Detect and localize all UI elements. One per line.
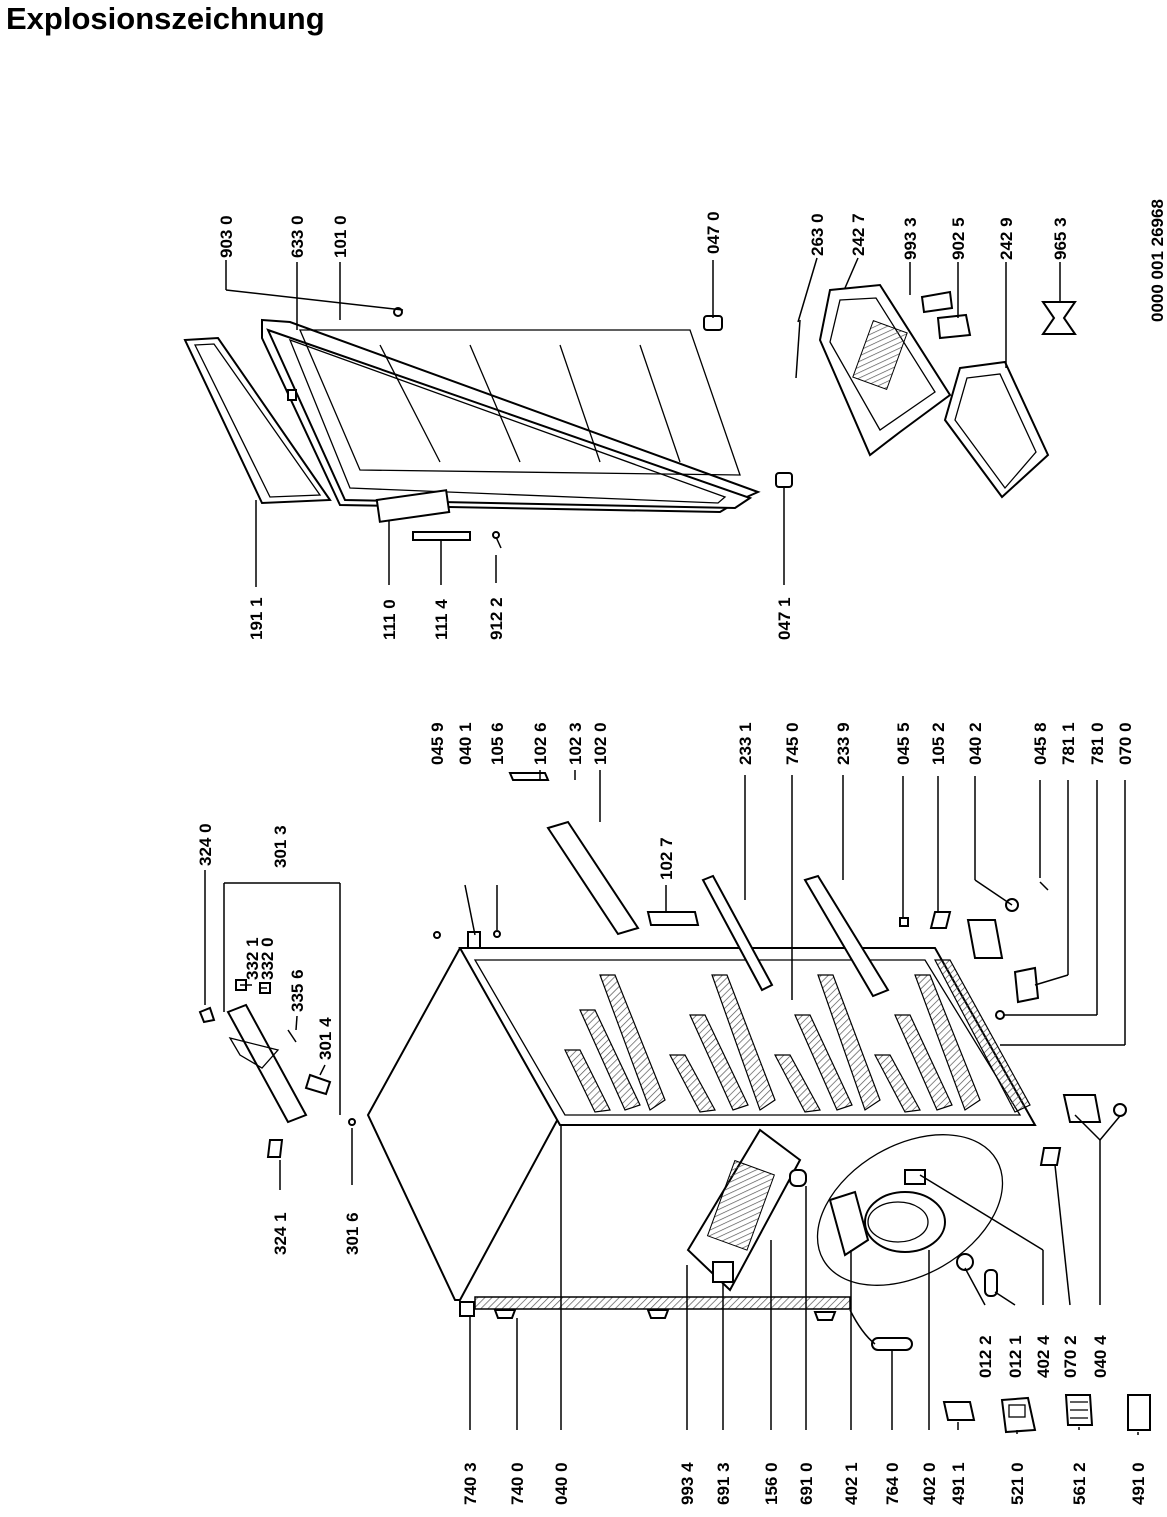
door-assembly bbox=[183, 260, 793, 587]
label-242-7: 242 7 bbox=[849, 213, 868, 256]
page-title: Explosionszeichnung bbox=[6, 1, 325, 36]
label-156-0: 156 0 bbox=[762, 1462, 781, 1505]
label-903-0: 903 0 bbox=[217, 215, 236, 258]
label-191-1: 191 1 bbox=[247, 597, 266, 640]
top-cover bbox=[546, 820, 640, 936]
label-102-7: 102 7 bbox=[657, 837, 676, 880]
shelf-rail-lower bbox=[803, 874, 890, 998]
label-402-4: 402 4 bbox=[1034, 1335, 1053, 1378]
label-012-1: 012 1 bbox=[1006, 1335, 1025, 1378]
label-745-0: 745 0 bbox=[783, 722, 802, 765]
control-box bbox=[1000, 1396, 1037, 1434]
vent-grille bbox=[1013, 966, 1040, 1004]
handle-cover bbox=[412, 531, 471, 541]
condenser-bracket bbox=[459, 1301, 475, 1317]
electrical-parts bbox=[942, 1394, 1151, 1435]
label-105-6: 105 6 bbox=[488, 722, 507, 765]
label-740-3: 740 3 bbox=[461, 1462, 480, 1505]
label-233-9: 233 9 bbox=[834, 722, 853, 765]
door-gasket bbox=[183, 336, 332, 505]
label-040-4: 040 4 bbox=[1091, 1335, 1110, 1378]
label-070-2: 070 2 bbox=[1061, 1335, 1080, 1378]
label-402-0: 402 0 bbox=[920, 1462, 939, 1505]
label-691-3: 691 3 bbox=[714, 1462, 733, 1505]
label-233-1: 233 1 bbox=[736, 722, 755, 765]
label-332-1: 332 1 bbox=[243, 937, 262, 980]
drawer-assembly bbox=[795, 257, 1077, 499]
label-301-6: 301 6 bbox=[343, 1212, 362, 1255]
label-993-3: 993 3 bbox=[901, 217, 920, 260]
label-012-2: 012 2 bbox=[976, 1335, 995, 1378]
label-764-0: 764 0 bbox=[883, 1462, 902, 1505]
label-047-1: 047 1 bbox=[775, 597, 794, 640]
label-102-3: 102 3 bbox=[566, 722, 585, 765]
label-102-0: 102 0 bbox=[591, 722, 610, 765]
evaporator-shelves bbox=[564, 974, 981, 1113]
label-040-1: 040 1 bbox=[456, 722, 475, 765]
label-101-0: 101 0 bbox=[331, 215, 350, 258]
label-633-0: 633 0 bbox=[288, 215, 307, 258]
lower-hinge bbox=[1062, 1094, 1102, 1123]
part-labels: 903 0 633 0 101 0 047 0 263 0 242 7 993 … bbox=[196, 199, 1167, 1505]
label-263-0: 263 0 bbox=[808, 213, 827, 256]
label-102-6: 102 6 bbox=[531, 722, 550, 765]
label-561-2: 561 2 bbox=[1070, 1462, 1089, 1505]
label-691-0: 691 0 bbox=[797, 1462, 816, 1505]
label-111-4: 111 4 bbox=[432, 599, 451, 640]
label-965-3: 965 3 bbox=[1051, 217, 1070, 260]
drawer-front-clip bbox=[920, 290, 954, 314]
hinge-top bbox=[703, 315, 723, 331]
label-301-4: 301 4 bbox=[316, 1017, 335, 1060]
label-070-0: 070 0 bbox=[1116, 722, 1135, 765]
panel-cover bbox=[304, 1073, 332, 1096]
label-045-9: 045 9 bbox=[428, 722, 447, 765]
label-781-0: 781 0 bbox=[1088, 722, 1107, 765]
label-912-2: 912 2 bbox=[487, 597, 506, 640]
label-491-0: 491 0 bbox=[1129, 1462, 1148, 1505]
label-993-4: 993 4 bbox=[678, 1462, 697, 1505]
label-047-0: 047 0 bbox=[704, 211, 723, 254]
label-902-5: 902 5 bbox=[949, 217, 968, 260]
control-panel bbox=[226, 1003, 308, 1124]
thermostat bbox=[942, 1401, 976, 1421]
label-045-8: 045 8 bbox=[1031, 722, 1050, 765]
label-324-1: 324 1 bbox=[271, 1212, 290, 1255]
label-040-0: 040 0 bbox=[552, 1462, 571, 1505]
label-324-0: 324 0 bbox=[196, 823, 215, 866]
shelf-rail-upper bbox=[701, 874, 774, 992]
label-045-5: 045 5 bbox=[894, 722, 913, 765]
cabinet-assembly bbox=[198, 770, 1127, 1430]
label-491-1: 491 1 bbox=[949, 1462, 968, 1505]
adjustable-foot bbox=[1041, 301, 1077, 335]
light-housing bbox=[1127, 1394, 1151, 1431]
label-740-0: 740 0 bbox=[508, 1462, 527, 1505]
label-781-1: 781 1 bbox=[1059, 722, 1078, 765]
compressor-detail-ellipse bbox=[816, 1134, 1004, 1286]
compressor-relay bbox=[828, 1190, 870, 1257]
label-301-3: 301 3 bbox=[271, 825, 290, 868]
label-332-0: 332 0 bbox=[258, 937, 277, 980]
label-242-9: 242 9 bbox=[997, 217, 1016, 260]
door-handle bbox=[375, 489, 451, 523]
label-402-1: 402 1 bbox=[842, 1462, 861, 1505]
drawer-small bbox=[943, 360, 1050, 499]
label-105-2: 105 2 bbox=[929, 722, 948, 765]
label-040-2: 040 2 bbox=[966, 722, 985, 765]
hinge-cover bbox=[1039, 1147, 1062, 1166]
compressor bbox=[864, 1191, 946, 1253]
filter-drier bbox=[871, 1337, 913, 1351]
hinge-bracket bbox=[966, 919, 1004, 959]
condenser bbox=[474, 1296, 851, 1310]
doc-number: 0000 001 26968 bbox=[1148, 199, 1167, 322]
hinge-bottom bbox=[775, 472, 793, 488]
label-335-6: 335 6 bbox=[288, 969, 307, 1012]
label-111-0: 111 0 bbox=[380, 599, 399, 640]
label-521-0: 521 0 bbox=[1008, 1462, 1027, 1505]
